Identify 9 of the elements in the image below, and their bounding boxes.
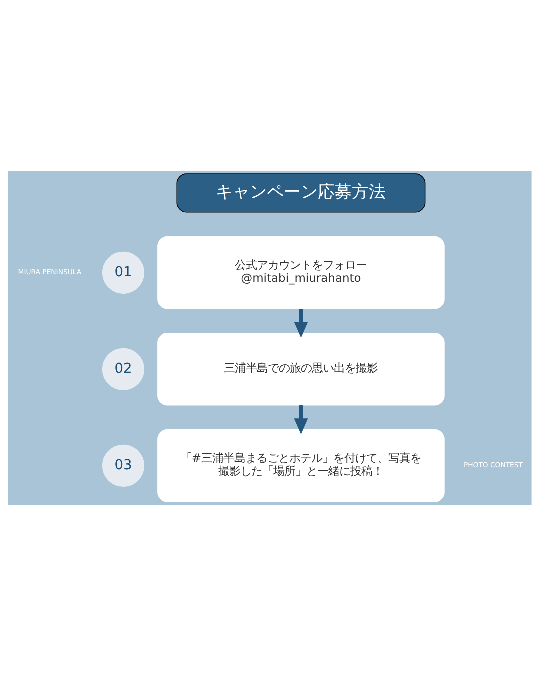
node-circle: 01: [102, 251, 145, 294]
node-box: 「#三浦半島まるごとホテル」を付けて、写真を撮影した「場所」と一緒に投稿！: [158, 429, 445, 502]
node-circle: 02: [102, 348, 145, 390]
node-box: 公式アカウントをフォロー @mitabi_miurahanto: [158, 236, 445, 309]
node-circle: 03: [102, 444, 145, 486]
arrow: [294, 308, 308, 338]
node-box: 三浦半島での旅の思い出を撮影: [158, 332, 445, 406]
arrow: [294, 405, 308, 434]
node-box: キャンペーン応募方法: [176, 173, 426, 212]
